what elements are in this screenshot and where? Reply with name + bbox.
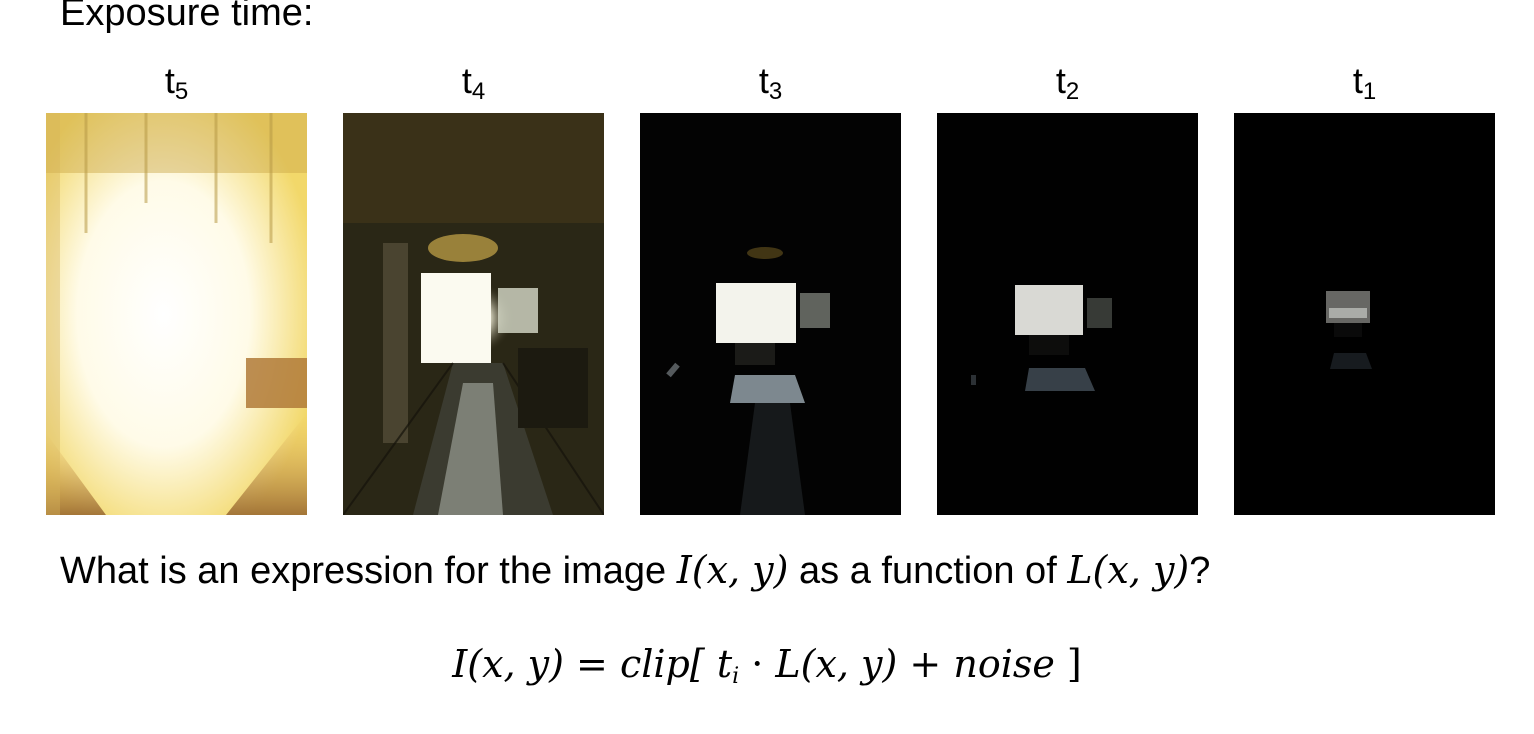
photo-t5-graphic [46, 113, 307, 515]
photo-t4 [343, 113, 604, 515]
photo-t3-graphic [640, 113, 901, 515]
photo-t2 [937, 113, 1198, 515]
exposure-label-t1: t1 [1352, 60, 1377, 105]
photo-t5-overexposed [46, 113, 307, 515]
clip-equation: I(x, y) = clip[ ti · L(x, y) + noise ] [452, 642, 1082, 689]
photo-t1 [1234, 113, 1495, 515]
exposure-label-t2: t2 [1055, 60, 1080, 105]
photo-t2-graphic [937, 113, 1198, 515]
image-symbol: I(x, y) [676, 548, 789, 592]
question-text: What is an expression for the image I(x,… [60, 548, 1211, 592]
photo-t4-graphic [343, 113, 604, 515]
photo-t3 [640, 113, 901, 515]
exposure-time-heading: Exposure time: [60, 0, 314, 34]
radiance-symbol: L(x, y) [1067, 548, 1190, 592]
photo-t1-graphic [1234, 113, 1495, 515]
exposure-label-t4: t4 [461, 60, 486, 105]
exposure-label-t3: t3 [758, 60, 783, 105]
exposure-label-t5: t5 [164, 60, 189, 105]
